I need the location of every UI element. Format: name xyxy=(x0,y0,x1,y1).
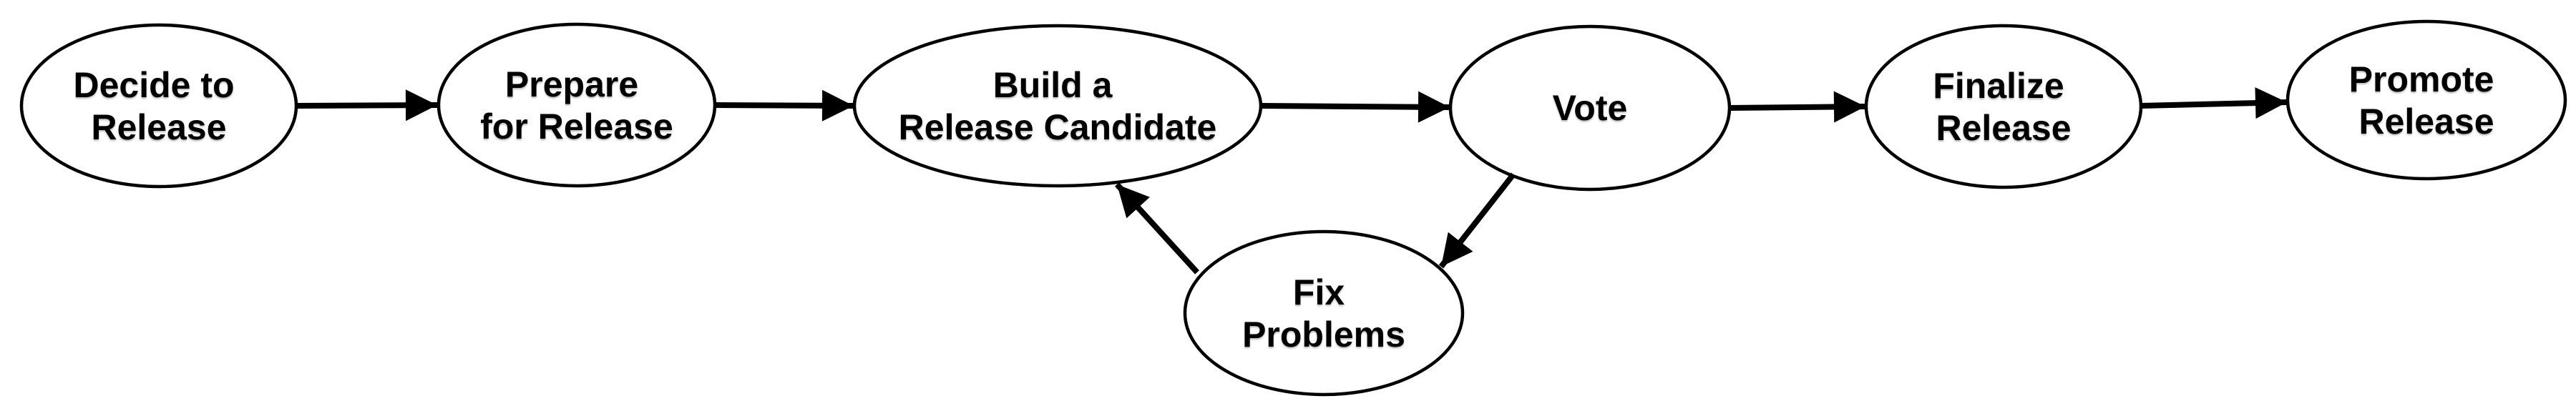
node-label-promote-release: Promote Release xyxy=(2349,59,2504,142)
node-label-line: Finalize xyxy=(1933,66,2064,106)
edge-build-to-vote-arrow xyxy=(1260,91,1450,123)
node-finalize-release: Finalize Release xyxy=(1864,24,2143,189)
node-label-line: Promote xyxy=(2349,59,2494,99)
node-label-line: Release Candidate xyxy=(899,107,1217,147)
edge-finalize-to-promote-arrow xyxy=(2140,87,2288,119)
node-decide-to-release: Decide to Release xyxy=(19,23,298,189)
edge-decide-to-prepare-arrow xyxy=(296,89,438,122)
node-label-line: Release xyxy=(91,107,226,147)
node-ellipse-fix-problems xyxy=(1183,229,1465,397)
node-label-line: for Release xyxy=(480,107,673,147)
node-label-line: Fix xyxy=(1293,272,1345,312)
node-ellipse-promote-release xyxy=(2285,19,2567,181)
node-promote-release: Promote Release xyxy=(2285,19,2567,181)
edge-prepare-to-build-arrow xyxy=(714,89,854,122)
node-label-decide-to-release: Decide to Release xyxy=(74,65,245,147)
node-ellipse-finalize-release xyxy=(1864,24,2143,189)
node-fix-problems: Fix Problems xyxy=(1183,229,1465,397)
node-label-line: Problems xyxy=(1242,315,1405,355)
edge-vote-to-fix-problems-arrow xyxy=(1438,172,1516,269)
node-label-line: Decide to xyxy=(74,65,235,105)
node-label-prepare-for-release: Prepare for Release xyxy=(480,64,673,147)
edge-fix-problems-to-build-arrow xyxy=(1115,182,1199,274)
node-build-a-release-candidate: Build a Release Candidate xyxy=(852,24,1263,188)
node-label-build-a-release-candidate: Build a Release Candidate xyxy=(899,65,1217,147)
node-label-fix-problems: Fix Problems xyxy=(1242,272,1405,355)
edge-vote-to-finalize-arrow xyxy=(1729,91,1866,123)
node-label-finalize-release: Finalize Release xyxy=(1933,66,2074,148)
node-label-line: Build a xyxy=(993,65,1113,105)
node-vote: Vote xyxy=(1448,24,1732,192)
node-label-line: Release xyxy=(2358,101,2494,142)
node-ellipse-prepare-for-release xyxy=(436,22,717,188)
node-label-line: Release xyxy=(1936,108,2071,148)
node-label-line: Prepare xyxy=(505,64,638,104)
node-label-vote: Vote xyxy=(1553,88,1628,128)
node-ellipse-build-a-release-candidate xyxy=(852,24,1263,188)
node-ellipse-decide-to-release xyxy=(19,23,298,189)
node-prepare-for-release: Prepare for Release xyxy=(436,22,717,188)
